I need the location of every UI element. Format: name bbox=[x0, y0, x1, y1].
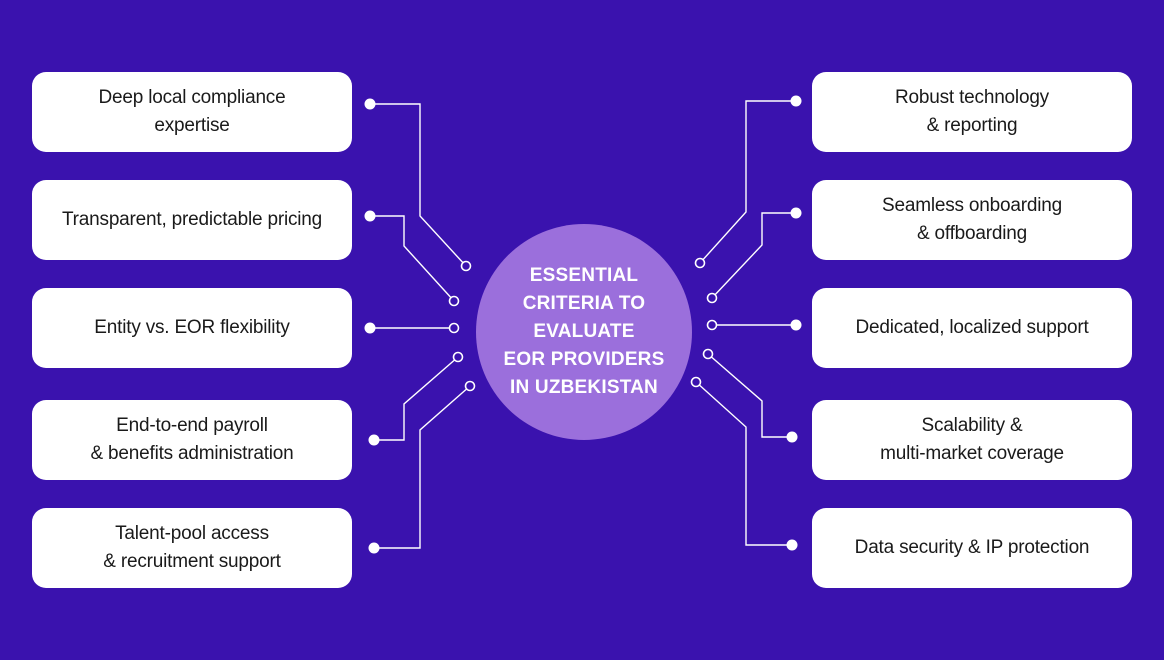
criteria-card-left-2: Transparent, predictable pricing bbox=[32, 180, 352, 260]
connector-dot-left-3 bbox=[364, 322, 376, 334]
criteria-label: Talent-pool access & recruitment support bbox=[103, 523, 281, 572]
connector-ring-right-1 bbox=[694, 257, 706, 269]
connector-left-5 bbox=[374, 385, 471, 549]
connector-left-1 bbox=[370, 103, 467, 267]
connector-ring-right-5 bbox=[690, 376, 702, 388]
connector-dot-right-1 bbox=[790, 95, 802, 107]
criteria-label: Robust technology & reporting bbox=[895, 87, 1049, 136]
connector-dot-right-3 bbox=[790, 319, 802, 331]
connector-dot-left-4 bbox=[368, 434, 380, 446]
connector-ring-left-5 bbox=[464, 380, 476, 392]
criteria-card-right-2: Seamless onboarding & offboarding bbox=[812, 180, 1132, 260]
connector-right-5 bbox=[695, 381, 792, 546]
hub-title: ESSENTIAL CRITERIA TO EVALUATE EOR PROVI… bbox=[503, 265, 665, 398]
connector-dot-left-5 bbox=[368, 542, 380, 554]
criteria-label: Transparent, predictable pricing bbox=[61, 209, 323, 230]
connector-right-1 bbox=[699, 100, 796, 264]
criteria-label: End-to-end payroll & benefits administra… bbox=[90, 415, 294, 464]
connector-ring-left-3 bbox=[448, 322, 460, 334]
connector-right-2 bbox=[711, 212, 796, 299]
connector-ring-right-3 bbox=[706, 319, 718, 331]
criteria-card-left-4: End-to-end payroll & benefits administra… bbox=[32, 400, 352, 480]
criteria-card-right-4: Scalability & multi-market coverage bbox=[812, 400, 1132, 480]
criteria-card-left-1: Deep local compliance expertise bbox=[32, 72, 352, 152]
criteria-label: Scalability & multi-market coverage bbox=[880, 415, 1064, 464]
connector-left-2 bbox=[370, 215, 455, 302]
criteria-label: Data security & IP protection bbox=[854, 537, 1090, 558]
criteria-label: Dedicated, localized support bbox=[855, 317, 1089, 338]
connector-dot-left-1 bbox=[364, 98, 376, 110]
connector-ring-left-1 bbox=[460, 260, 472, 272]
criteria-card-left-3: Entity vs. EOR flexibility bbox=[32, 288, 352, 368]
connector-dot-right-2 bbox=[790, 207, 802, 219]
connector-dot-right-4 bbox=[786, 431, 798, 443]
criteria-card-right-1: Robust technology & reporting bbox=[812, 72, 1132, 152]
criteria-card-right-3: Dedicated, localized support bbox=[812, 288, 1132, 368]
connector-ring-right-4 bbox=[702, 348, 714, 360]
criteria-label: Deep local compliance expertise bbox=[98, 87, 286, 136]
connector-dot-right-5 bbox=[786, 539, 798, 551]
criteria-label: Seamless onboarding & offboarding bbox=[882, 195, 1062, 244]
connector-right-4 bbox=[707, 353, 792, 438]
connector-left-4 bbox=[374, 356, 459, 441]
connector-ring-right-2 bbox=[706, 292, 718, 304]
criteria-card-left-5: Talent-pool access & recruitment support bbox=[32, 508, 352, 588]
criteria-card-right-5: Data security & IP protection bbox=[812, 508, 1132, 588]
connector-ring-left-2 bbox=[448, 295, 460, 307]
central-hub: ESSENTIAL CRITERIA TO EVALUATE EOR PROVI… bbox=[476, 224, 692, 440]
connector-dot-left-2 bbox=[364, 210, 376, 222]
connector-ring-left-4 bbox=[452, 351, 464, 363]
criteria-label: Entity vs. EOR flexibility bbox=[94, 317, 290, 338]
